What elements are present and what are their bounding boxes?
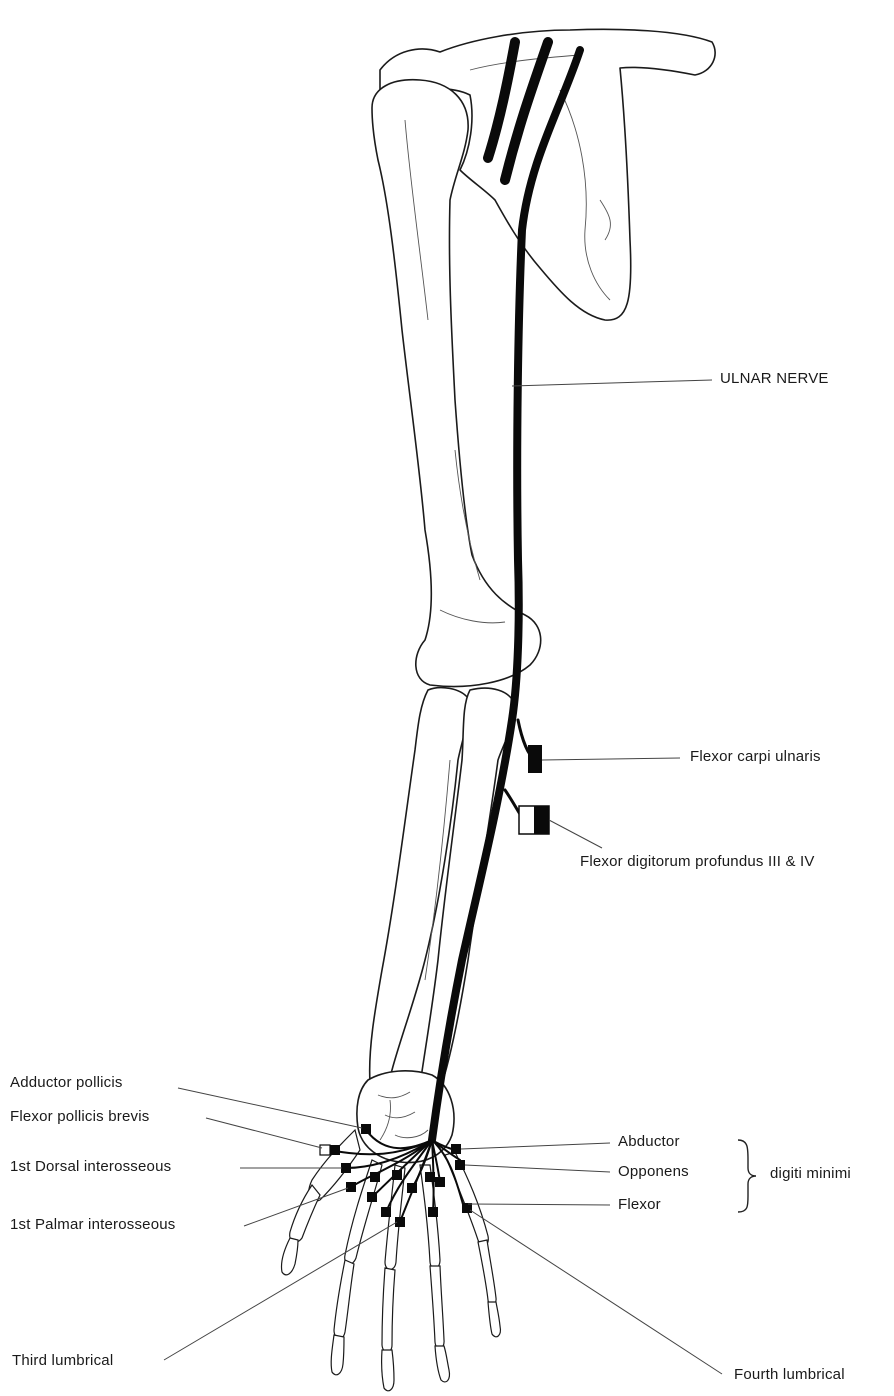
- label-opponens: Opponens: [618, 1163, 689, 1181]
- forearm-bones: [370, 688, 515, 1097]
- label-digiti-minimi: digiti minimi: [770, 1165, 851, 1183]
- label-flexor-carpi-ulnaris: Flexor carpi ulnaris: [690, 748, 821, 766]
- digiti-minimi-brace: [738, 1140, 756, 1212]
- label-flexor-digitorum-profundus: Flexor digitorum profundus III & IV: [580, 853, 815, 871]
- forearm-muscle-markers: [519, 745, 549, 834]
- label-fourth-lumbrical: Fourth lumbrical: [734, 1366, 845, 1384]
- label-abductor: Abductor: [618, 1133, 680, 1151]
- label-ulnar-nerve: ULNAR NERVE: [720, 370, 829, 388]
- label-adductor-pollicis: Adductor pollicis: [10, 1074, 123, 1092]
- label-first-dorsal-interosseous: 1st Dorsal interosseous: [10, 1158, 171, 1176]
- label-flexor: Flexor: [618, 1196, 661, 1214]
- label-flexor-pollicis-brevis: Flexor pollicis brevis: [10, 1108, 149, 1126]
- label-third-lumbrical: Third lumbrical: [12, 1352, 113, 1370]
- label-first-palmar-interosseous: 1st Palmar interosseous: [10, 1216, 176, 1234]
- flexor-carpi-ulnaris-marker: [528, 745, 542, 773]
